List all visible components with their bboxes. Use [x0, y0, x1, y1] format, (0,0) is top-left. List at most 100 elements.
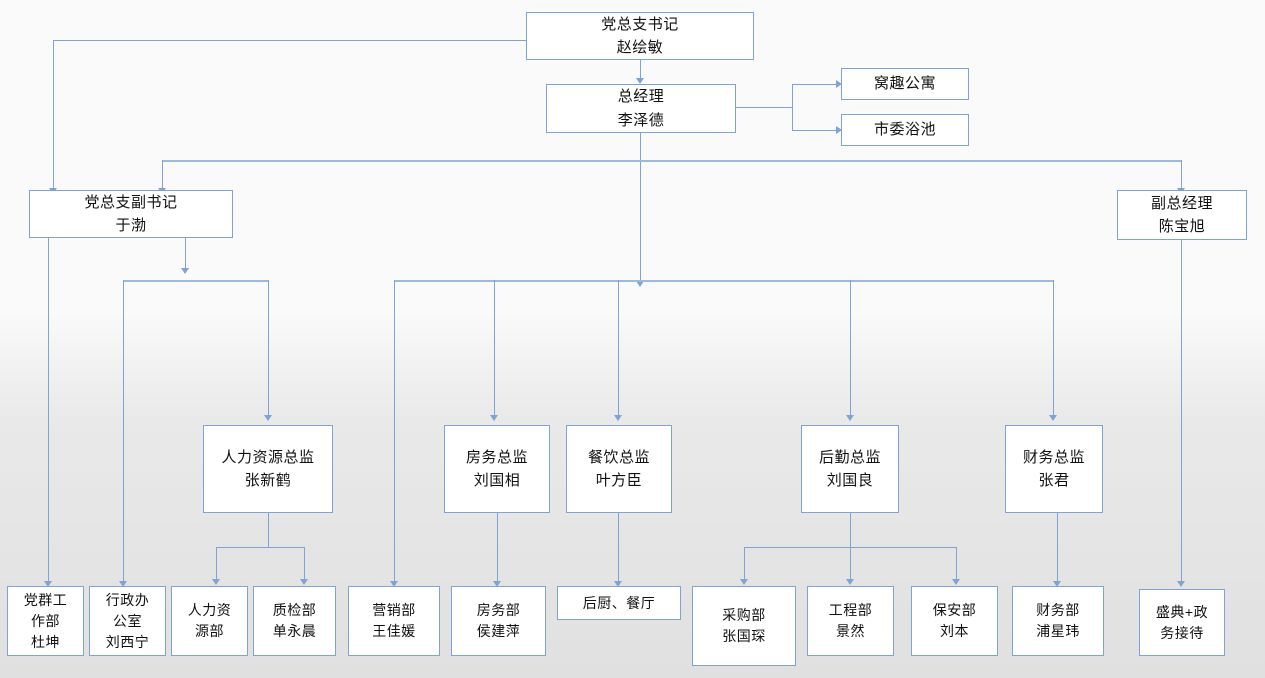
- connector-to-engineering-dept: [850, 547, 851, 581]
- node-deputy-general-manager-title: 副总经理: [1150, 194, 1213, 212]
- connector-left-drop: [53, 40, 54, 190]
- node-rooms-director[interactable]: 房务总监 刘国相: [444, 425, 550, 513]
- arrowhead-to-qc-dept: [300, 579, 308, 585]
- node-fb-director[interactable]: 餐饮总监 叶方臣: [566, 425, 672, 513]
- node-purchasing-dept[interactable]: 采购部 张国琛: [692, 586, 796, 666]
- arrowhead-to-marketing-dept: [390, 581, 398, 587]
- connector-main-bus-to-finance-director: [1053, 280, 1054, 417]
- connector-main-bus-to-logistics-director: [850, 280, 851, 417]
- node-deputy-party-secretary-title: 党总支副书记: [84, 193, 178, 211]
- node-woqu-apartment[interactable]: 窝趣公寓: [841, 68, 969, 100]
- node-admin-office-title: 行政办 公室: [105, 591, 150, 629]
- connector-deputy-secretary-to-party-work: [48, 238, 49, 583]
- arrowhead-to-gm: [636, 78, 644, 84]
- arrowhead-to-finance-dept: [1053, 581, 1061, 587]
- connector-finance-director-to-finance-dept: [1057, 513, 1058, 583]
- node-deputy-party-secretary[interactable]: 党总支副书记 于渤: [29, 190, 233, 238]
- node-purchasing-dept-title: 采购部: [722, 607, 766, 623]
- node-engineering-dept[interactable]: 工程部 景然: [807, 586, 894, 656]
- connector-gm-down: [640, 133, 641, 283]
- node-security-dept-title: 保安部: [932, 602, 977, 618]
- connector-to-security-dept: [956, 547, 957, 581]
- node-rooms-director-name: 刘国相: [473, 472, 521, 489]
- node-rooms-dept-title: 房务部: [476, 602, 521, 618]
- node-finance-director[interactable]: 财务总监 张君: [1005, 425, 1103, 513]
- connector-to-purchasing-dept: [744, 547, 745, 581]
- node-fb-director-name: 叶方臣: [595, 472, 643, 489]
- node-finance-dept[interactable]: 财务部 浦星玮: [1012, 586, 1104, 656]
- node-kitchen-restaurant[interactable]: 后厨、餐厅: [557, 586, 681, 620]
- connector-secretary-to-left-bus: [53, 40, 526, 41]
- node-city-bathhouse[interactable]: 市委浴池: [841, 114, 969, 146]
- arrowhead-to-fb-director: [614, 415, 622, 421]
- connector-hr-director-down: [268, 513, 269, 547]
- node-party-work-dept-name: 杜坤: [31, 633, 60, 650]
- arrowhead-to-engineering-dept: [846, 579, 854, 585]
- node-general-manager[interactable]: 总经理 李泽德: [546, 84, 736, 133]
- connector-fb-director-to-kitchen: [618, 513, 619, 583]
- node-deputy-general-manager[interactable]: 副总经理 陈宝旭: [1117, 190, 1247, 240]
- node-hr-director-name: 张新鹤: [244, 472, 292, 489]
- node-engineering-dept-name: 景然: [836, 623, 865, 639]
- arrowhead-to-hr-director: [264, 415, 272, 421]
- arrowhead-deputy-secretary-to-sub-bus: [181, 268, 189, 274]
- node-party-work-dept-title: 党群工 作部: [23, 591, 68, 629]
- node-qc-dept[interactable]: 质检部 单永晨: [253, 586, 336, 656]
- node-hr-dept[interactable]: 人力资 源部: [171, 586, 248, 656]
- node-finance-dept-name: 浦星玮: [1036, 623, 1080, 639]
- connector-main-bus-to-fb-director: [618, 280, 619, 417]
- node-engineering-dept-title: 工程部: [828, 602, 873, 618]
- node-hr-dept-title: 人力资 源部: [187, 602, 232, 639]
- node-admin-office-name: 刘西宁: [105, 633, 150, 650]
- node-ceremony-affairs-title: 盛典+政 务接待: [1155, 603, 1209, 641]
- connector-secretary-to-gm: [640, 60, 641, 82]
- node-qc-dept-title: 质检部: [272, 602, 317, 618]
- arrowhead-to-woqu: [836, 80, 842, 88]
- node-logistics-director-name: 刘国良: [826, 472, 874, 489]
- node-deputy-party-secretary-name: 于渤: [115, 217, 147, 234]
- node-admin-office[interactable]: 行政办 公室 刘西宁: [89, 586, 166, 656]
- node-hr-director[interactable]: 人力资源总监 张新鹤: [203, 425, 333, 513]
- node-hr-director-title: 人力资源总监: [221, 448, 315, 466]
- node-general-manager-title: 总经理: [617, 88, 665, 106]
- node-purchasing-dept-name: 张国琛: [722, 628, 766, 644]
- connector-deputy-gm-to-ceremony: [1181, 240, 1182, 583]
- node-rooms-dept[interactable]: 房务部 侯建萍: [451, 586, 546, 656]
- node-security-dept-name: 刘本: [940, 623, 969, 639]
- node-party-work-dept[interactable]: 党群工 作部 杜坤: [7, 586, 84, 656]
- arrowhead-to-finance-director: [1049, 415, 1057, 421]
- connector-deputy-secretary-down: [185, 238, 186, 270]
- node-rooms-director-title: 房务总监: [465, 448, 528, 466]
- connector-main-bus-to-marketing: [394, 280, 395, 583]
- node-marketing-dept-name: 王佳媛: [372, 623, 416, 639]
- connector-level2-left-leg: [162, 160, 163, 190]
- node-kitchen-restaurant-title: 后厨、餐厅: [582, 594, 656, 611]
- node-qc-dept-name: 单永晨: [272, 623, 317, 639]
- arrowhead-to-hr-dept: [212, 579, 220, 585]
- node-logistics-director[interactable]: 后勤总监 刘国良: [801, 425, 899, 513]
- node-ceremony-affairs[interactable]: 盛典+政 务接待: [1139, 589, 1225, 656]
- arrowhead-to-bathhouse: [836, 126, 842, 134]
- connector-sub-bus-left: [123, 280, 269, 282]
- node-marketing-dept-title: 营销部: [372, 602, 416, 618]
- connector-to-woqu: [792, 84, 838, 85]
- node-party-secretary[interactable]: 党总支书记 赵绘敏: [526, 12, 754, 60]
- node-general-manager-name: 李泽德: [617, 111, 665, 129]
- arrowhead-gm-to-main-bus: [636, 281, 644, 287]
- node-logistics-director-title: 后勤总监: [818, 448, 881, 466]
- arrowhead-to-security-dept: [952, 579, 960, 585]
- node-security-dept[interactable]: 保安部 刘本: [911, 586, 998, 656]
- connector-level2-right-leg: [1181, 160, 1182, 190]
- connector-to-bathhouse: [792, 130, 838, 131]
- arrowhead-to-purchasing-dept: [740, 579, 748, 585]
- node-woqu-apartment-title: 窝趣公寓: [873, 75, 936, 93]
- connector-rooms-director-to-rooms-dept: [497, 513, 498, 583]
- arrowhead-to-rooms-dept: [493, 581, 501, 587]
- connector-main-bus-to-rooms-director: [494, 280, 495, 417]
- node-marketing-dept[interactable]: 营销部 王佳媛: [348, 586, 440, 656]
- connector-main-bus: [394, 280, 1054, 282]
- arrowhead-to-party-work-dept: [44, 581, 52, 587]
- arrowhead-to-admin-office: [119, 581, 127, 587]
- node-rooms-dept-name: 侯建萍: [476, 623, 521, 639]
